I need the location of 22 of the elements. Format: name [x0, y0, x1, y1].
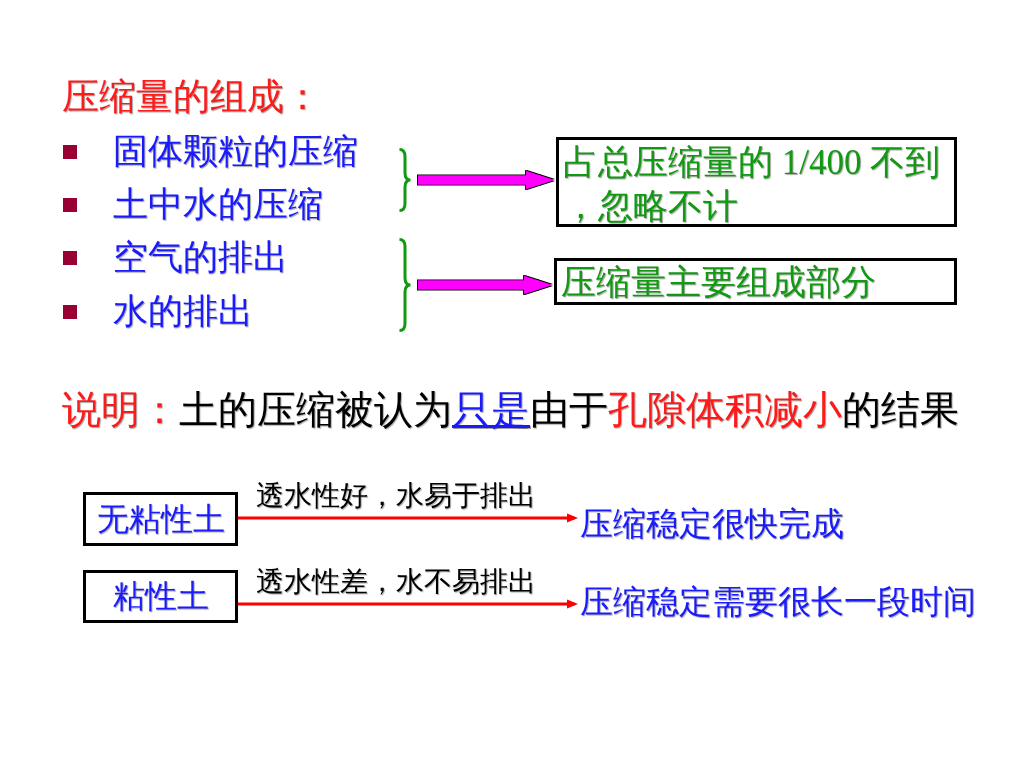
- curly-brace: [398, 148, 412, 212]
- result-text: 压缩稳定很快完成: [580, 506, 844, 544]
- box-text: 占总压缩量的 1/400 不到，忽略不计: [563, 142, 942, 228]
- note-box: [554, 258, 957, 305]
- list-item-text: 水的排出: [113, 291, 253, 333]
- label-box: [83, 492, 238, 546]
- list-item-text: 空气的排出: [113, 237, 288, 279]
- list-item-text: 土中水的压缩: [113, 184, 323, 226]
- note-label: 说明：: [62, 388, 179, 433]
- curly-brace: [398, 238, 412, 332]
- block-arrow: [418, 276, 552, 294]
- label-box: [83, 570, 238, 623]
- list-item-text: 固体颗粒的压缩: [113, 131, 358, 173]
- heading: 压缩量的组成：: [62, 76, 321, 119]
- note-sentence: 土的压缩被认为只是由于孔隙体积减小的结果: [179, 388, 959, 433]
- box-text: 压缩量主要组成部分: [561, 262, 877, 303]
- box-text: 粘性土: [112, 578, 209, 615]
- box-text: 无粘性土: [96, 500, 225, 538]
- arrow: [238, 599, 578, 609]
- result-text: 压缩稳定需要很长一段时间: [580, 584, 976, 622]
- arrow: [238, 513, 578, 523]
- block-arrow: [418, 171, 554, 189]
